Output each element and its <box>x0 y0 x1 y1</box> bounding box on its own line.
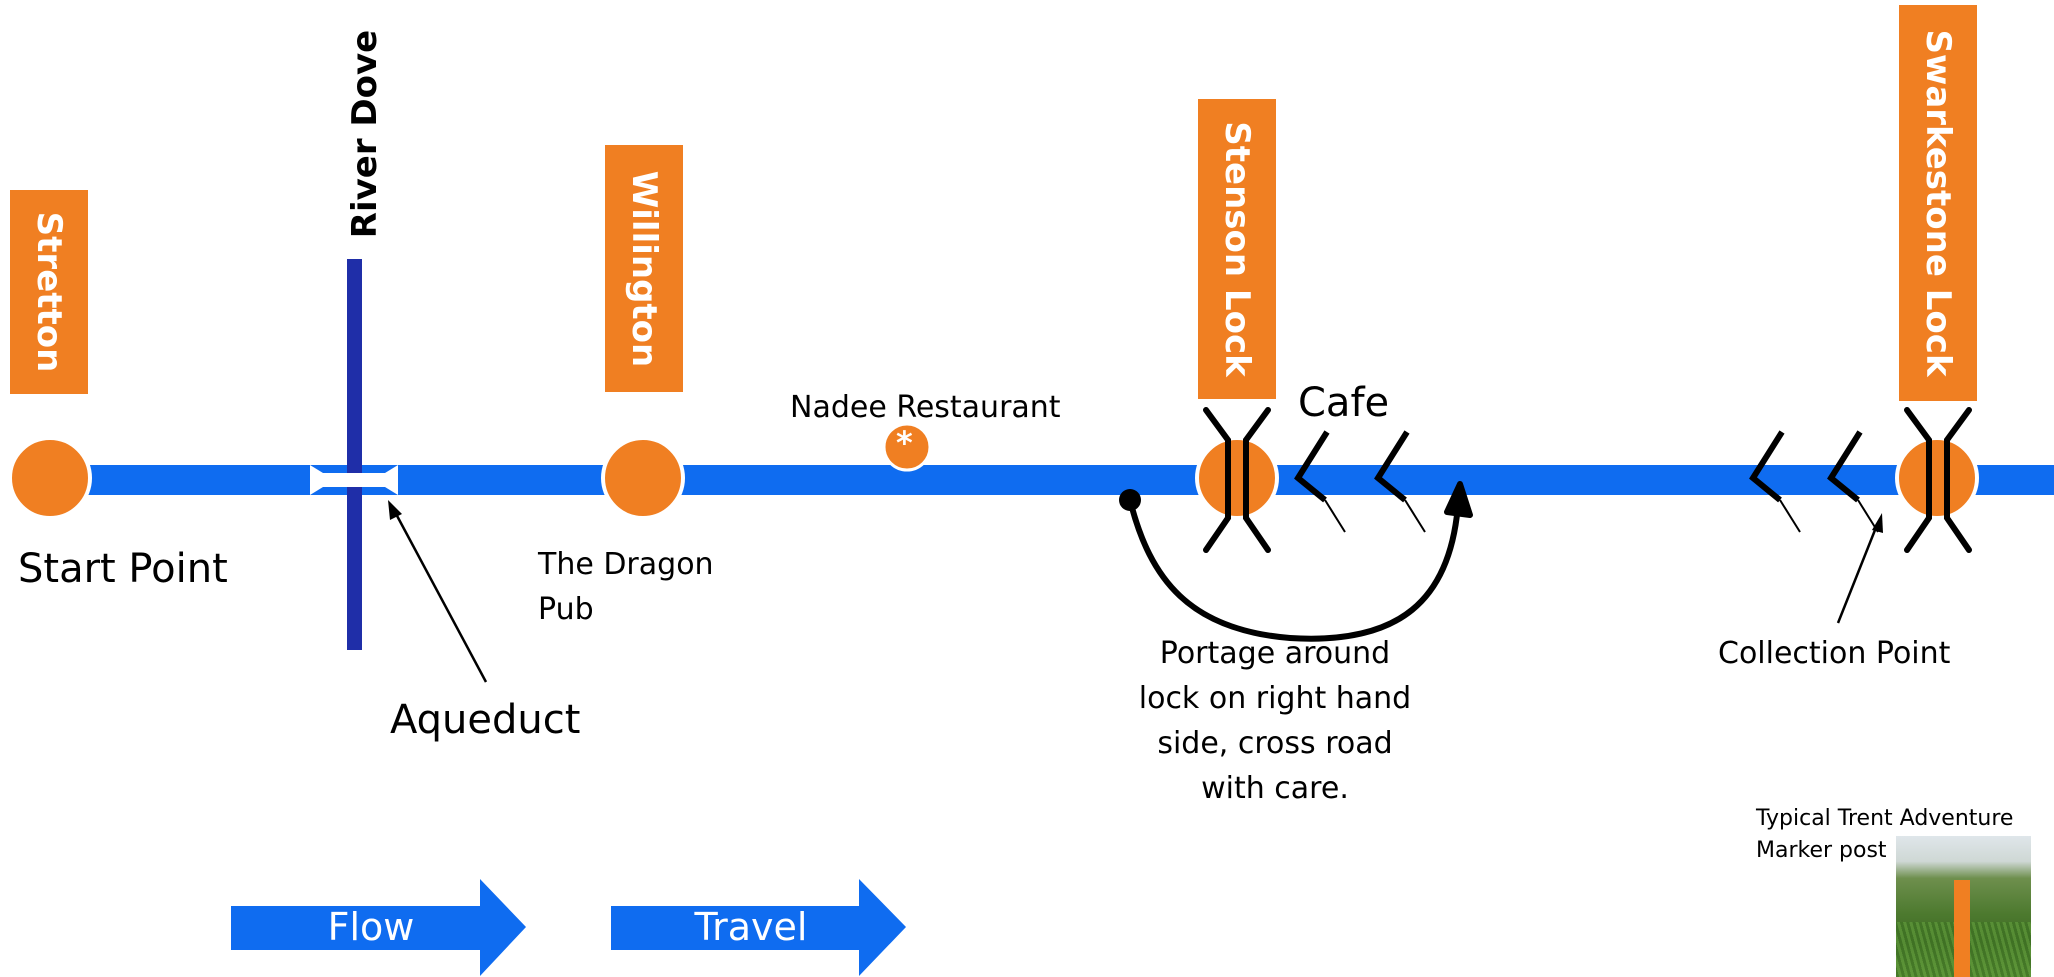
marker-caption-line1: Typical Trent Adventure <box>1756 806 2014 831</box>
portage-label-line1: Portage around <box>1159 636 1391 671</box>
stretton-sign: Stretton <box>10 190 88 394</box>
restaurant-marker <box>882 422 932 472</box>
stenson-lock-sign: Stenson Lock <box>1198 99 1276 399</box>
dragon-pub-label-line1: The Dragon <box>538 547 714 582</box>
willington-sign: Willington <box>605 145 683 392</box>
marker-caption-line2: Marker post <box>1756 838 1887 863</box>
collection-point-pointer <box>1836 513 1883 624</box>
start-point-circle <box>8 436 92 520</box>
portage-label-line2: lock on right hand <box>1138 681 1412 716</box>
portage-label-line4: with care. <box>1201 771 1349 806</box>
flow-arrow <box>231 879 526 976</box>
aqueduct-label: Aqueduct <box>390 697 581 743</box>
marker-post-photo <box>1896 836 2031 977</box>
dragon-pub-label-line2: Pub <box>538 592 594 627</box>
nadee-restaurant-label: Nadee Restaurant <box>790 390 1061 425</box>
dragon-pub-circle <box>601 436 685 520</box>
stenson-lock-circle <box>1195 436 1279 520</box>
collection-point-label: Collection Point <box>1718 636 1951 671</box>
swarkestone-lock-circle <box>1895 436 1979 520</box>
stenson-lock-sign-label: Stenson Lock <box>1217 121 1257 377</box>
swarkestone-lock-sign-label: Swarkestone Lock <box>1918 29 1958 377</box>
restaurant-marker-star: * <box>896 424 913 462</box>
river-dove-line <box>347 259 362 650</box>
aqueduct-pointer <box>388 500 488 683</box>
cafe-label: Cafe <box>1298 380 1390 426</box>
flow-arrow-label: Flow <box>327 905 415 949</box>
weir-symbols <box>1294 430 1879 533</box>
start-point-label: Start Point <box>18 546 228 592</box>
willington-sign-label: Willington <box>624 170 664 367</box>
stenson-lock-gates <box>1203 407 1271 553</box>
portage-label-line3: side, cross road <box>1157 726 1393 761</box>
river-dove-label: River Dove <box>345 29 385 239</box>
travel-arrow <box>611 879 906 976</box>
marker-post <box>1954 880 1970 977</box>
travel-arrow-label: Travel <box>694 905 808 949</box>
portage-arrow <box>1119 481 1473 642</box>
swarkestone-lock-sign: Swarkestone Lock <box>1899 5 1977 401</box>
stretton-sign-label: Stretton <box>29 211 69 373</box>
swarkestone-lock-gates <box>1904 407 1972 553</box>
aqueduct-bridge <box>310 465 398 495</box>
